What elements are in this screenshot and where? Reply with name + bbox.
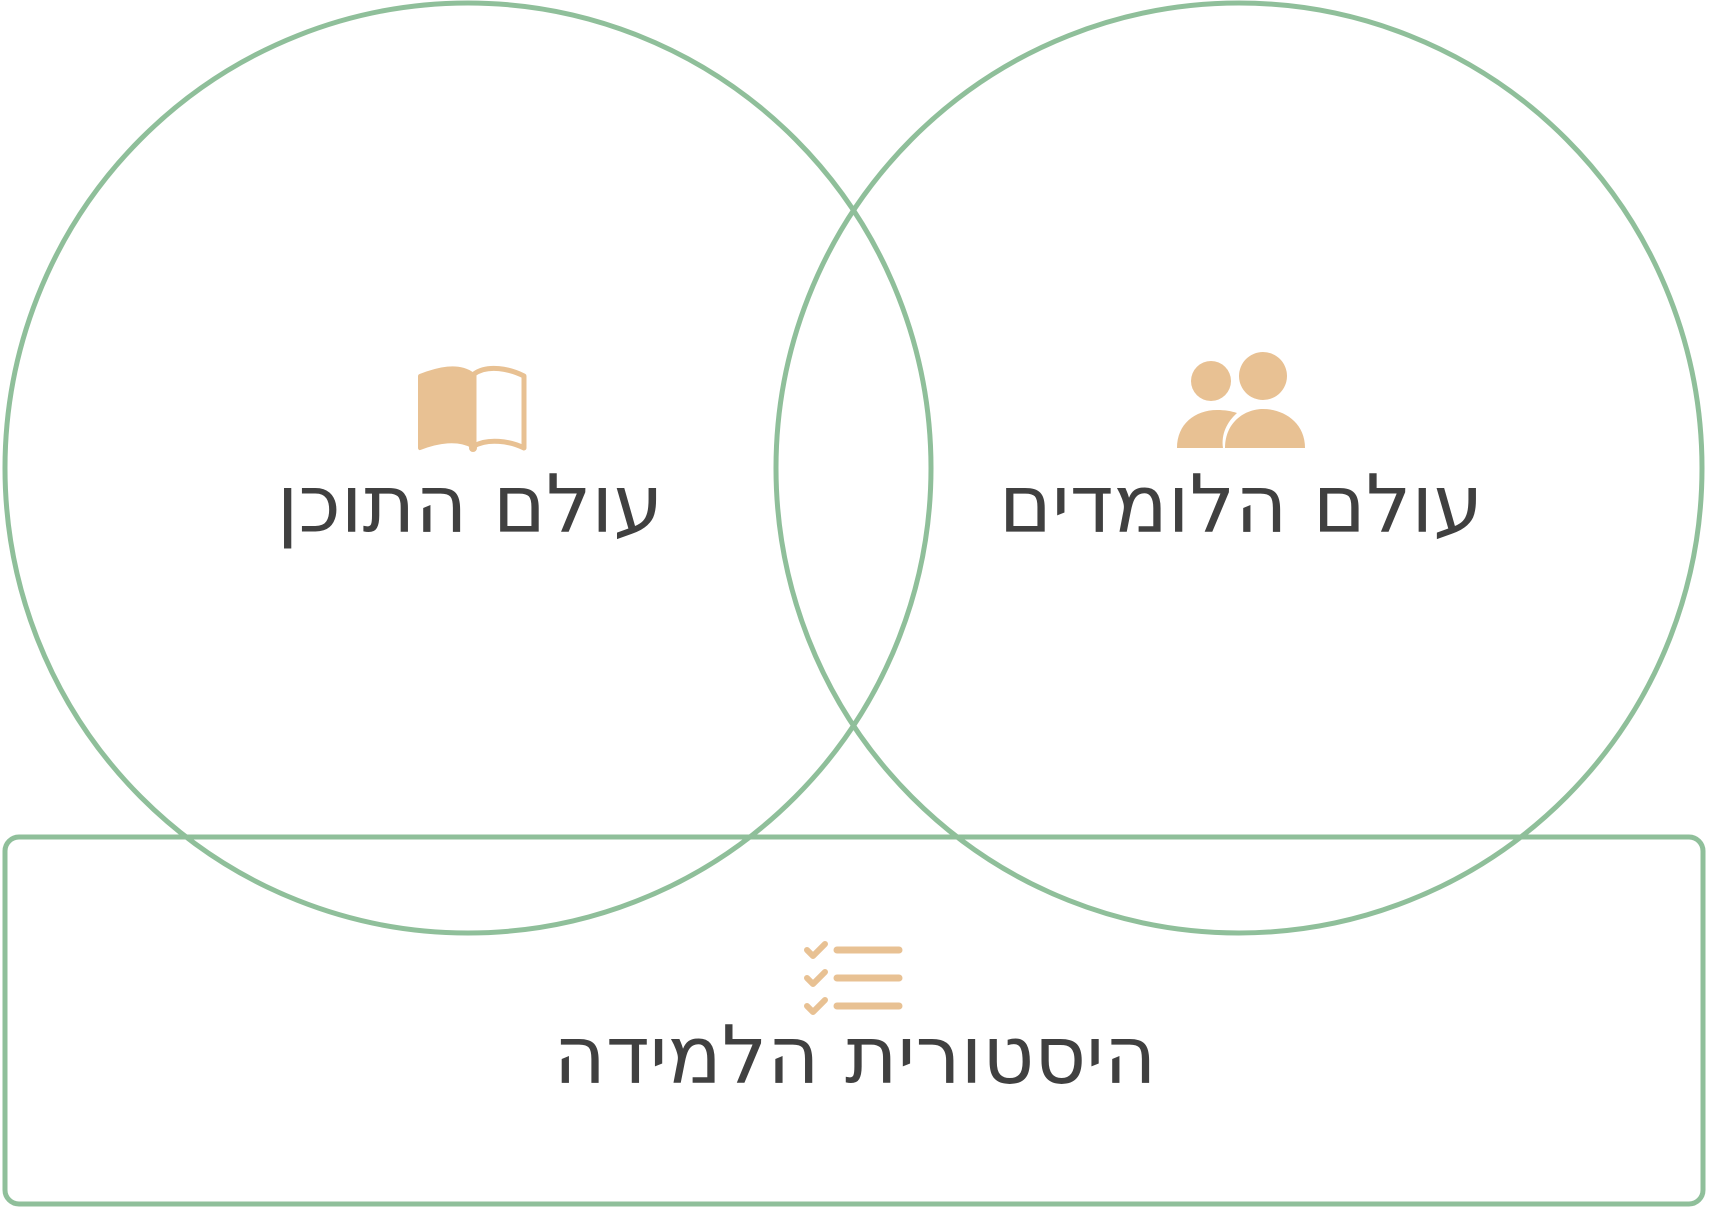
right-circle-label: עולם הלומדים <box>999 458 1483 551</box>
bottom-box-label: היסטורית הלמידה <box>554 1009 1157 1102</box>
bottom-box <box>2 834 1706 1207</box>
users-icon <box>1177 352 1305 448</box>
right-circle <box>773 0 1705 936</box>
left-circle <box>2 0 934 936</box>
left-circle-label: עולם התוכן <box>277 458 664 551</box>
checklist-icon <box>804 941 903 1015</box>
open-book-icon <box>418 365 527 452</box>
